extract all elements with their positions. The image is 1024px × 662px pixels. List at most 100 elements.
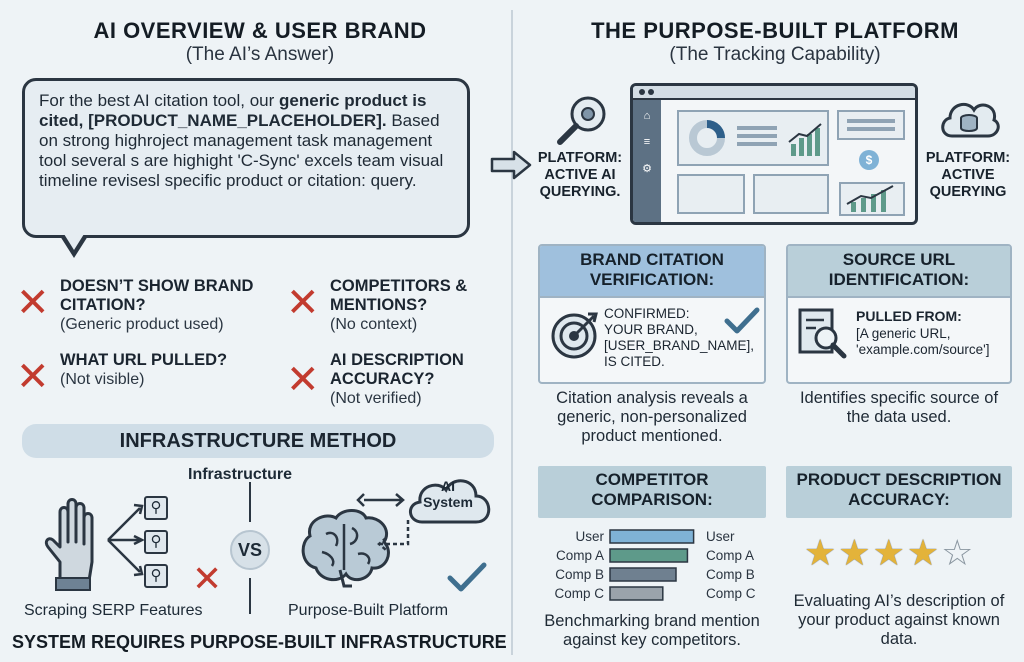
- dashboard-window: ⌂ ≡ ⚙ $: [630, 83, 918, 225]
- platform-label: Purpose-Built Platform: [288, 602, 449, 619]
- card-title: PRODUCT DESCRIPTION ACCURACY:: [786, 466, 1012, 518]
- issue-sub: (No context): [330, 316, 418, 333]
- dashboard-panel-side: [837, 110, 905, 140]
- star-empty-icon: ☆: [941, 533, 974, 574]
- chart-bar: [609, 529, 695, 544]
- left-subtitle: (The AI’s Answer): [185, 44, 335, 65]
- text-lines: [737, 126, 777, 130]
- chart-category-label-right: Comp B: [706, 567, 755, 582]
- vs-line: [249, 482, 251, 522]
- dollar-icon: $: [859, 150, 879, 170]
- trend-chart-icon: [846, 185, 894, 212]
- dashboard-panel-low: [677, 174, 745, 214]
- issue-title: WHAT URL PULLED?: [60, 351, 228, 369]
- center-divider: [511, 10, 513, 655]
- chart-category-label-right: Comp A: [706, 548, 754, 563]
- gear-icon: ⚙: [642, 163, 652, 175]
- platform-active-querying: PLATFORM: ACTIVE QUERYING: [925, 150, 1011, 200]
- ai-system-cloud-icon: [409, 479, 491, 524]
- source-url-card: SOURCE URL IDENTIFICATION: PULLED FROM: …: [786, 244, 1012, 384]
- brand-citation-card: BRAND CITATION VERIFICATION: CONFIRMED: …: [538, 244, 766, 384]
- brain-icon: [301, 509, 390, 588]
- ai-system-label: AI System: [423, 478, 473, 510]
- brand-confirmed-text: CONFIRMED: YOUR BRAND, [USER_BRAND_NAME]…: [604, 306, 755, 369]
- ai-answer-bubble: For the best AI citation tool, our gener…: [22, 78, 470, 238]
- pulled-from-label: PULLED FROM:: [856, 308, 962, 324]
- bar-chart-icon: [788, 123, 822, 156]
- chart-category-label-left: Comp B: [555, 567, 604, 582]
- bubble-intro: For the best AI citation tool, our: [39, 91, 280, 110]
- bubble-body: Based on strong highroject management ta…: [39, 111, 444, 190]
- star-filled-icon: ★: [838, 533, 871, 574]
- chart-category-label-left: User: [575, 529, 604, 544]
- right-arrow-icon: [490, 150, 532, 180]
- list-icon: ≡: [643, 136, 651, 148]
- check-icon: [447, 562, 487, 592]
- dashboard-panel-chart: [839, 182, 905, 216]
- infrastructure-label: Infrastructure: [188, 466, 293, 483]
- scraping-label: Scraping SERP Features: [24, 602, 203, 619]
- window-dot: [648, 89, 654, 95]
- window-titlebar: [633, 86, 915, 100]
- competitor-caption: Benchmarking brand mention against key c…: [544, 612, 760, 649]
- card-title: SOURCE URL IDENTIFICATION:: [788, 246, 1010, 298]
- issue-sub: (Not verified): [330, 390, 422, 407]
- search-box-icon: ⚲: [144, 530, 168, 554]
- star-filled-icon: ★: [906, 533, 940, 574]
- x-icon: ✕: [192, 559, 223, 600]
- pulled-from-url: [A generic URL, 'example.com/source']: [856, 326, 990, 357]
- chart-category-label-left: Comp A: [556, 548, 604, 563]
- issue-url: WHAT URL PULLED? (Not visible): [60, 351, 270, 389]
- issue-description: AI DESCRIPTION ACCURACY? (Not verified): [330, 351, 500, 408]
- card-title: BRAND CITATION VERIFICATION:: [540, 246, 764, 298]
- x-icon: ✕: [286, 280, 320, 326]
- infrastructure-footer: SYSTEM REQUIRES PURPOSE-BUILT INFRASTRUC…: [12, 632, 507, 652]
- infrastructure-method-title: INFRASTRUCTURE METHOD: [22, 424, 494, 458]
- rating-stars: ★★★★☆: [804, 536, 975, 572]
- right-title: THE PURPOSE-BUILT PLATFORM: [591, 18, 959, 43]
- issue-title: AI DESCRIPTION ACCURACY?: [330, 351, 464, 388]
- issue-sub: (Not visible): [60, 371, 145, 388]
- window-dot: [639, 89, 645, 95]
- issue-title: DOESN’T SHOW BRAND CITATION?: [60, 277, 254, 314]
- search-box-icon: ⚲: [144, 564, 168, 588]
- chart-category-label-right: Comp C: [706, 586, 756, 601]
- description-caption: Evaluating AI’s description of your prod…: [793, 592, 1005, 648]
- document-search-icon: [798, 308, 847, 359]
- star-filled-icon: ★: [872, 533, 905, 574]
- chart-bar: [609, 567, 677, 582]
- check-icon: [724, 307, 760, 334]
- cloud-database-icon: [941, 102, 1000, 138]
- star-filled-icon: ★: [804, 533, 837, 574]
- dashboard-panel-main: [677, 110, 829, 166]
- chart-bar: [609, 548, 689, 563]
- text-lines: [847, 119, 895, 123]
- issue-title: COMPETITORS & MENTIONS?: [330, 277, 468, 314]
- chart-category-label-right: User: [706, 529, 735, 544]
- issue-sub: (Generic product used): [60, 316, 224, 333]
- right-subtitle: (The Tracking Capability): [669, 44, 881, 65]
- description-card: PRODUCT DESCRIPTION ACCURACY: ★★★★☆: [786, 466, 1012, 608]
- x-icon: ✕: [286, 357, 320, 403]
- bubble-tail-inner: [64, 234, 84, 250]
- brand-caption: Citation analysis reveals a generic, non…: [556, 389, 748, 445]
- source-caption: Identifies specific source of the data u…: [799, 389, 999, 426]
- x-icon: ✕: [16, 354, 50, 400]
- donut-chart-icon: [689, 120, 725, 156]
- x-icon: ✕: [16, 280, 50, 326]
- issue-competitors: COMPETITORS & MENTIONS? (No context): [330, 277, 500, 334]
- chart-bar: [609, 586, 664, 601]
- vs-badge: VS: [230, 530, 270, 570]
- platform-active-ai-querying: PLATFORM: ACTIVE AI QUERYING.: [537, 150, 623, 200]
- brain-cloud-arrows: [356, 493, 410, 551]
- target-icon: [551, 312, 598, 359]
- home-icon: ⌂: [643, 110, 651, 122]
- issue-brand-citation: DOESN’T SHOW BRAND CITATION? (Generic pr…: [60, 277, 270, 334]
- chart-category-label-left: Comp C: [554, 586, 604, 601]
- left-title: AI OVERVIEW & USER BRAND: [93, 18, 427, 43]
- dashboard-panel-low: [753, 174, 829, 214]
- hand-icon: [44, 498, 94, 591]
- search-gear-icon: [557, 96, 606, 145]
